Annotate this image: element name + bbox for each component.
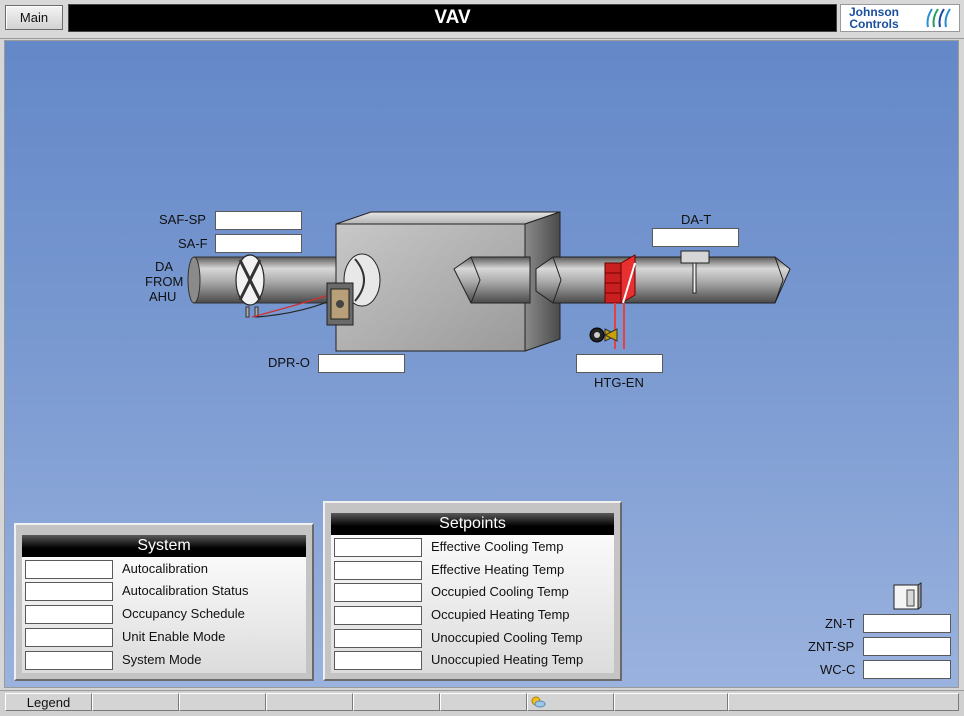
status-segment (728, 693, 959, 711)
da-t-value[interactable] (652, 228, 739, 247)
airflow-sensor-icon (235, 254, 265, 318)
top-bar: Main VAV Johnson Controls (0, 0, 964, 39)
main-button[interactable]: Main (5, 5, 63, 30)
occupied-heating-temp-label: Occupied Heating Temp (431, 607, 570, 622)
occupancy-schedule-label: Occupancy Schedule (122, 606, 245, 621)
status-bar: Legend (0, 690, 964, 716)
autocalibration-status-value[interactable] (25, 582, 113, 601)
system-panel: System Autocalibration Autocalibration S… (14, 523, 314, 681)
htg-en-label: HTG-EN (594, 375, 644, 390)
status-segment (440, 693, 527, 711)
effective-cooling-temp-value[interactable] (334, 538, 422, 557)
occupied-cooling-temp-label: Occupied Cooling Temp (431, 584, 569, 599)
zn-t-label: ZN-T (825, 616, 855, 631)
status-segment (614, 693, 728, 711)
effective-heating-temp-label: Effective Heating Temp (431, 562, 565, 577)
logo-line-2: Controls (849, 17, 899, 31)
system-row: System Mode (22, 649, 306, 671)
system-mode-value[interactable] (25, 651, 113, 670)
unoccupied-heating-temp-value[interactable] (334, 651, 422, 670)
status-segment (353, 693, 440, 711)
johnson-controls-logo-icon: Johnson Controls (840, 4, 960, 32)
setpoint-row: Effective Heating Temp (331, 559, 614, 581)
system-row: Occupancy Schedule (22, 603, 306, 625)
setpoint-row: Unoccupied Cooling Temp (331, 627, 614, 649)
sa-f-label: SA-F (178, 236, 208, 251)
system-panel-body: Autocalibration Autocalibration Status O… (22, 557, 306, 673)
discharge-temp-sensor-icon (680, 250, 710, 294)
unoccupied-cooling-temp-value[interactable] (334, 629, 422, 648)
page-title-text: VAV (434, 7, 471, 28)
zn-t-value[interactable] (863, 614, 951, 633)
vav-equipment-diagram (187, 211, 791, 352)
autocalibration-label: Autocalibration (122, 561, 208, 576)
status-segment (266, 693, 353, 711)
setpoint-row: Effective Cooling Temp (331, 536, 614, 558)
logo-wave-icon (926, 8, 951, 28)
page-title: VAV (68, 4, 837, 32)
setpoints-panel-title: Setpoints (331, 513, 614, 535)
system-panel-title: System (22, 535, 306, 557)
znt-sp-label: ZNT-SP (808, 639, 855, 654)
setpoint-row: Unoccupied Heating Temp (331, 649, 614, 671)
setpoints-panel-body: Effective Cooling Temp Effective Heating… (331, 535, 614, 673)
autocalibration-status-label: Autocalibration Status (122, 583, 249, 598)
occupied-heating-temp-value[interactable] (334, 606, 422, 625)
setpoint-row: Occupied Heating Temp (331, 604, 614, 626)
da-t-label: DA-T (681, 212, 712, 227)
heating-valve-icon (589, 327, 619, 343)
autocalibration-value[interactable] (25, 560, 113, 579)
setpoints-panel: Setpoints Effective Cooling Temp Effecti… (323, 501, 622, 681)
wc-c-label: WC-C (820, 662, 856, 677)
unoccupied-heating-temp-label: Unoccupied Heating Temp (431, 652, 584, 667)
effective-heating-temp-value[interactable] (334, 561, 422, 580)
status-segment (92, 693, 179, 711)
outlet-transition-duct (453, 256, 531, 304)
system-row: Unit Enable Mode (22, 626, 306, 648)
vav-graphic-canvas: SAF-SP SA-F DA FROM AHU DPR-O DA-T HTG-E… (4, 40, 959, 688)
unit-enable-mode-label: Unit Enable Mode (122, 629, 226, 644)
system-row: Autocalibration Status (22, 580, 306, 602)
occupancy-schedule-value[interactable] (25, 605, 113, 624)
znt-sp-value[interactable] (863, 637, 951, 656)
da-from-ahu-line1: DA (155, 259, 174, 274)
saf-sp-label: SAF-SP (159, 212, 206, 227)
da-from-ahu-line2: FROM (145, 274, 184, 289)
logo-text: Johnson Controls (849, 6, 899, 30)
logo-line-1: Johnson (849, 5, 899, 19)
setpoint-row: Occupied Cooling Temp (331, 581, 614, 603)
wc-c-value[interactable] (863, 660, 951, 679)
effective-cooling-temp-label: Effective Cooling Temp (431, 539, 564, 554)
system-mode-label: System Mode (122, 652, 202, 667)
thermostat-icon[interactable] (891, 582, 923, 612)
weather-status-segment (527, 693, 614, 711)
sa-f-value[interactable] (215, 234, 302, 253)
unit-enable-mode-value[interactable] (25, 628, 113, 647)
htg-en-value[interactable] (576, 354, 663, 373)
status-segment (179, 693, 266, 711)
damper-actuator-icon (251, 282, 354, 326)
saf-sp-value[interactable] (215, 211, 302, 230)
system-row: Autocalibration (22, 558, 306, 580)
weather-icon (531, 696, 546, 708)
legend-button[interactable]: Legend (5, 693, 92, 711)
unoccupied-cooling-temp-label: Unoccupied Cooling Temp (431, 630, 583, 645)
occupied-cooling-temp-value[interactable] (334, 583, 422, 602)
da-from-ahu-line3: AHU (149, 289, 177, 304)
dpr-o-value[interactable] (318, 354, 405, 373)
dpr-o-label: DPR-O (268, 355, 310, 370)
heating-coil-icon (604, 254, 636, 349)
discharge-duct (535, 256, 791, 304)
